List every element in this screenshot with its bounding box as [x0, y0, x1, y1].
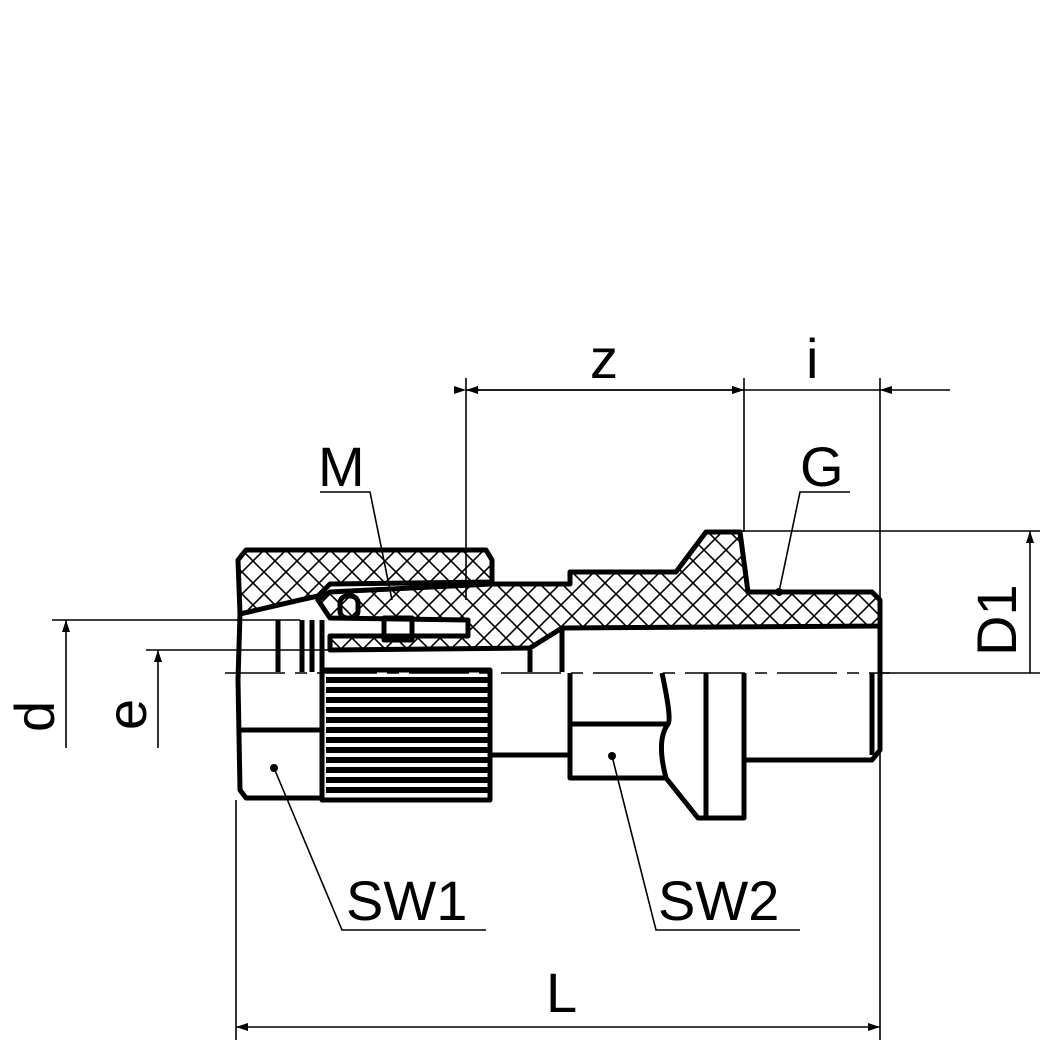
body-exterior: [567, 626, 883, 821]
label-L: L: [546, 961, 577, 1024]
label-M: M: [318, 435, 365, 498]
nut-exterior: [235, 613, 493, 803]
label-D1: D1: [965, 584, 1028, 656]
label-SW2: SW2: [658, 869, 779, 932]
label-d: d: [3, 701, 66, 732]
label-SW1: SW1: [346, 869, 467, 932]
label-e: e: [95, 699, 158, 730]
leaders: [273, 491, 850, 931]
label-i: i: [806, 327, 818, 390]
body-section: [315, 529, 883, 653]
nut-section: [235, 547, 495, 617]
label-z: z: [590, 327, 618, 390]
ferrule: [275, 593, 565, 672]
dimension-lines: [52, 378, 1040, 1040]
label-G: G: [800, 435, 844, 498]
